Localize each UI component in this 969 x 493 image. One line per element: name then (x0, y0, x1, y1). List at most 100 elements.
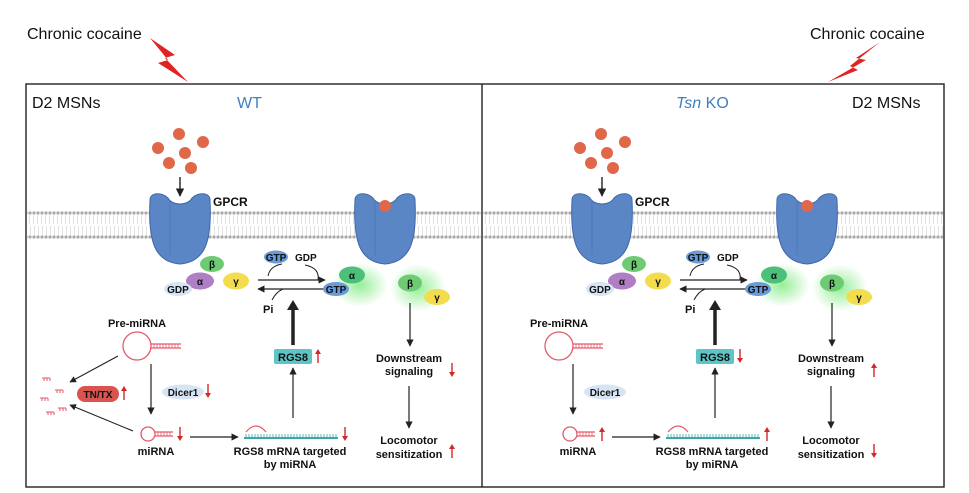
beta-left-shape (622, 256, 646, 272)
chronic-cocaine-label-left: Chronic cocaine (27, 26, 142, 43)
rgs8-box (696, 349, 734, 364)
gamma-left-label: γ (233, 277, 239, 288)
dicer-pill-label: Dicer1 (590, 388, 621, 399)
pre-mirna-hairpin (544, 331, 603, 361)
locomotor-label: Locomotor (802, 435, 860, 447)
rgs8-thick-arrowhead (709, 300, 721, 310)
rgs8-mrna-label2: by miRNA (264, 459, 317, 471)
downstream-label2: signaling (807, 366, 855, 378)
cocaine-ligand (574, 142, 586, 154)
tntx-pill (77, 386, 119, 402)
gdp-top-label: GDP (295, 253, 317, 264)
pi-label: Pi (685, 304, 695, 316)
beta-right-label: β (829, 279, 835, 290)
cocaine-ligand (185, 162, 197, 174)
beta-right-shape (820, 274, 844, 292)
gtp-top-shape (264, 250, 288, 264)
downstream-label2: signaling (385, 366, 433, 378)
dicer-pill-label: Dicer1 (168, 388, 199, 399)
downstream-up-arrow (871, 363, 877, 377)
locomotor-label2: sensitization (376, 449, 443, 461)
alpha-left-shape (186, 272, 214, 290)
gtp-active-shape (323, 282, 349, 296)
dicer-pill-shape (162, 384, 204, 400)
pi-curve (271, 288, 284, 301)
cell-type-label-left: D2 MSNs (32, 95, 100, 112)
cocaine-ligand (152, 142, 164, 154)
mirna-label: miRNA (560, 446, 597, 458)
alpha-left-label: α (619, 277, 626, 288)
rgs8-mrna-label: RGS8 mRNA targeted (234, 446, 347, 458)
cocaine-ligand (607, 162, 619, 174)
condition-label-left: WT (237, 95, 262, 112)
bound-ligand (801, 200, 813, 212)
gamma-left-label: γ (655, 277, 661, 288)
rgs8-up-arrow (315, 349, 321, 363)
tntx-up-arrow (121, 386, 127, 400)
downstream-label: Downstream (376, 353, 442, 365)
pre-mirna-degrade-arrow (69, 355, 119, 383)
pre-mirna-label: Pre-miRNA (108, 318, 166, 330)
gamma-right-shape (846, 289, 872, 305)
cocaine-ligand (173, 128, 185, 140)
gamma-right-label: γ (856, 293, 862, 304)
alpha-active-label: α (349, 271, 356, 282)
condition-label-right: Tsn KO (676, 95, 729, 112)
gtp-active-label: GTP (748, 285, 769, 296)
locomotor-label: Locomotor (380, 435, 438, 447)
beta-right-shape (398, 274, 422, 292)
mirna-degrade-arrow (69, 404, 134, 432)
beta-right-label: β (407, 279, 413, 290)
rgs8-down-arrow (737, 349, 743, 363)
gtp-active-shape (745, 282, 771, 296)
cocaine-ligand (585, 157, 597, 169)
cocaine-ligand (595, 128, 607, 140)
mirna-hairpin (562, 426, 595, 442)
rgs8-mrna-label: RGS8 mRNA targeted (656, 446, 769, 458)
cocaine-ligand (601, 147, 613, 159)
locomotor-label2: sensitization (798, 449, 865, 461)
beta-left-shape (200, 256, 224, 272)
dicer-pill-shape (584, 384, 626, 400)
downstream-label: Downstream (798, 353, 864, 365)
gamma-right-shape (424, 289, 450, 305)
exchange-curve-left (689, 263, 705, 277)
pi-curve (693, 288, 706, 301)
pre-mirna-hairpin (122, 331, 181, 361)
gamma-right-label: γ (434, 293, 440, 304)
rgs8-mrna (666, 425, 760, 439)
dicer-down-arrow (205, 384, 211, 398)
gpcr-label: GPCR (635, 195, 670, 209)
cocaine-ligand (163, 157, 175, 169)
downstream-down-arrow (449, 363, 455, 377)
gdp-left-label: GDP (589, 285, 611, 296)
cell-type-label-right: D2 MSNs (852, 95, 920, 112)
cocaine-ligand (619, 136, 631, 148)
gpcr-active (354, 193, 416, 265)
gpcr-inactive (571, 193, 633, 265)
rgs8-box (274, 349, 312, 364)
tntx-label: TN/TX (84, 390, 113, 401)
rna-fragments (40, 377, 67, 415)
beta-left-label: β (209, 260, 215, 271)
locomotor-down-arrow (871, 444, 877, 458)
alpha-left-shape (608, 272, 636, 290)
rgs8-thick-arrowhead (287, 300, 299, 310)
gamma-left-shape (223, 272, 249, 290)
beta-left-label: β (631, 260, 637, 271)
pre-mirna-label: Pre-miRNA (530, 318, 588, 330)
gpcr-inactive (149, 193, 211, 265)
lightning-bolt-icon-right (828, 42, 880, 82)
exchange-curve-right (726, 264, 741, 281)
exchange-curve-left (267, 263, 283, 277)
gtp-top-label: GTP (688, 253, 709, 264)
rgs8-mrna (244, 425, 338, 439)
rgs8-label: RGS8 (278, 352, 308, 364)
condition-italic-right: Tsn (676, 95, 701, 112)
chronic-cocaine-label-right: Chronic cocaine (810, 26, 925, 43)
cocaine-ligand (197, 136, 209, 148)
gpcr-active (776, 193, 838, 265)
mrna-down-arrow (342, 427, 348, 441)
